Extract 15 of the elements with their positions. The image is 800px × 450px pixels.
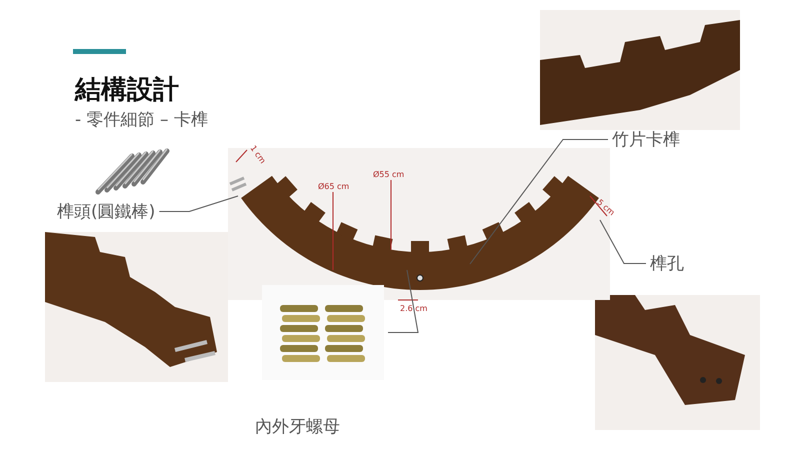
part-caption: 內外牙螺母 bbox=[255, 416, 340, 438]
dimension-label: 1 cm bbox=[248, 144, 268, 166]
dimension-label: Ø55 cm bbox=[373, 170, 404, 179]
leader-line bbox=[470, 139, 608, 264]
slide-title: 結構設計 bbox=[75, 74, 179, 107]
part-label: 竹片卡榫 bbox=[612, 128, 680, 151]
leader-line bbox=[600, 220, 646, 264]
slide-subtitle: - 零件細節 – 卡榫 bbox=[75, 109, 208, 131]
dimension-label: 2.6 cm bbox=[400, 304, 428, 313]
part-label: 榫孔 bbox=[650, 252, 684, 275]
leader-line bbox=[388, 270, 419, 333]
dimension-label: Ø65 cm bbox=[318, 182, 350, 191]
part-label: 榫頭(圓鐵棒) bbox=[57, 200, 156, 223]
leader-line bbox=[158, 196, 238, 212]
dimension-label: 5 cm bbox=[595, 198, 616, 218]
